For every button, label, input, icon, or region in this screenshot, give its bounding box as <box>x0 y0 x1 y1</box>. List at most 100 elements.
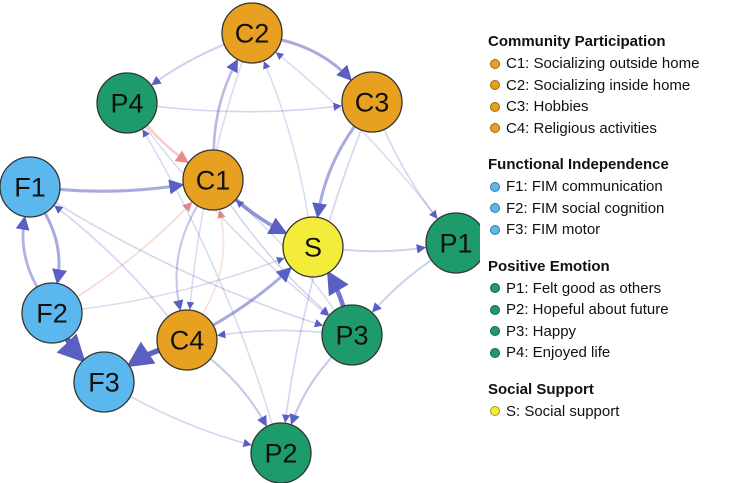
legend-item-label: C1: Socializing outside home <box>506 55 700 72</box>
legend-item-label: F1: FIM communication <box>506 178 663 195</box>
node-f3[interactable]: F3 <box>73 351 135 413</box>
node-f2[interactable]: F2 <box>21 282 83 344</box>
legend-item-label: C4: Religious activities <box>506 119 657 137</box>
edge-p3-to-s <box>327 270 349 307</box>
legend-item-label: F3: FIM motor <box>506 221 601 238</box>
node-label: C2 <box>235 19 270 49</box>
edge-p3-to-p2 <box>289 356 333 425</box>
node-label: C1 <box>196 166 231 196</box>
node-p3[interactable]: P3 <box>321 304 383 366</box>
edge-f2-to-s <box>81 257 285 310</box>
legend-group: Social Support S: Social support <box>488 380 738 423</box>
legend-dot-icon <box>490 203 500 214</box>
node-p2[interactable]: P2 <box>250 422 312 483</box>
edge-c2-to-p4 <box>151 43 225 86</box>
legend-item: C1: Socializing outside home <box>488 53 738 75</box>
node-c2[interactable]: C2 <box>221 2 283 64</box>
node-p4[interactable]: P4 <box>96 72 158 134</box>
edge-c2-to-c3 <box>280 38 353 81</box>
node-circle <box>73 351 135 413</box>
legend-item: C2: Socializing inside home <box>488 75 738 97</box>
edge-layer <box>15 38 439 448</box>
node-c4[interactable]: C4 <box>156 309 218 371</box>
edge-c4-to-c1 <box>201 209 226 315</box>
legend-dot-icon <box>490 347 500 358</box>
legend-group-title: Positive Emotion <box>488 257 610 275</box>
legend-dot-icon <box>490 304 500 315</box>
legend-item: C3: Hobbies <box>488 96 738 118</box>
legend-item-label: S: Social support <box>506 402 620 420</box>
edge-f1-to-c1 <box>59 179 185 195</box>
edge-f1-to-f2 <box>43 212 68 285</box>
node-circle <box>250 422 312 483</box>
edge-c1-to-s <box>234 198 288 235</box>
node-circle <box>282 216 344 278</box>
node-circle <box>21 282 83 344</box>
node-f1[interactable]: F1 <box>0 156 61 218</box>
legend-group-title: Functional Independence <box>488 156 669 173</box>
legend-item: P1: Felt good as others <box>488 278 738 300</box>
node-circle <box>0 156 61 218</box>
edge-p4-to-c1 <box>145 124 189 164</box>
edge-c4-to-f1 <box>54 205 169 318</box>
edge-p4-to-p3 <box>144 126 329 316</box>
legend-item: F2: FIM social cognition <box>488 198 738 220</box>
legend-dot-icon <box>490 406 500 417</box>
legend-dot-icon <box>490 283 500 294</box>
legend-item-label: C3: Hobbies <box>506 98 589 115</box>
legend-dot-icon <box>490 224 500 235</box>
legend-dot-icon <box>490 123 500 134</box>
legend-group-title: Community Participation <box>488 33 666 50</box>
node-label: P3 <box>335 321 368 351</box>
legend-item: S: Social support <box>488 401 738 423</box>
node-circle <box>96 72 158 134</box>
node-p1[interactable]: P1 <box>425 212 480 274</box>
legend-group-title: Social Support <box>488 380 594 398</box>
node-label: F1 <box>14 173 46 203</box>
legend-item-label: P1: Felt good as others <box>506 279 662 297</box>
edge-f2-to-f3 <box>56 333 86 363</box>
legend-item: P4: Enjoyed life <box>488 342 738 364</box>
node-label: F2 <box>36 299 68 329</box>
edge-f3-to-p2 <box>129 395 252 448</box>
legend-dot-icon <box>490 80 500 91</box>
node-label: S <box>304 233 322 263</box>
node-c1[interactable]: C1 <box>182 149 244 211</box>
edge-c3-to-s <box>312 125 356 219</box>
legend-dot-icon <box>490 326 500 337</box>
legend-item-label: F2: FIM social cognition <box>506 199 665 217</box>
legend-item: P3: Happy <box>488 321 738 343</box>
node-label: P4 <box>110 89 143 119</box>
legend-dot-icon <box>490 58 500 69</box>
edge-c4-to-p2 <box>209 358 267 427</box>
edge-s-to-c2 <box>263 61 310 218</box>
node-c3[interactable]: C3 <box>341 71 403 133</box>
legend-item: F1: FIM communication <box>488 176 738 198</box>
legend-item-label: P3: Happy <box>506 322 577 340</box>
legend-item-label: C2: Socializing inside home <box>506 76 691 94</box>
edge-c3-to-p1 <box>383 129 438 219</box>
edge-c1-to-c4 <box>173 205 199 311</box>
edge-c4-to-f3 <box>126 341 160 368</box>
edge-c1-to-c2 <box>212 58 239 151</box>
legend-item-label: P2: Hopeful about future <box>506 301 669 318</box>
edge-p2-to-p4 <box>142 129 274 425</box>
edge-f2-to-f1 <box>15 215 39 288</box>
edge-p1-to-p3 <box>372 259 432 313</box>
edge-p3-to-c4 <box>216 329 323 339</box>
legend-item-label: P4: Enjoyed life <box>506 344 611 361</box>
legend-dot-icon <box>490 101 500 112</box>
node-circle <box>425 212 480 274</box>
legend-item: P2: Hopeful about future <box>488 299 738 321</box>
node-label: F3 <box>88 368 120 398</box>
node-s[interactable]: S <box>282 216 344 278</box>
legend-item: C4: Religious activities <box>488 118 738 140</box>
node-circle <box>221 2 283 64</box>
node-circle <box>321 304 383 366</box>
node-label: P1 <box>439 229 472 259</box>
